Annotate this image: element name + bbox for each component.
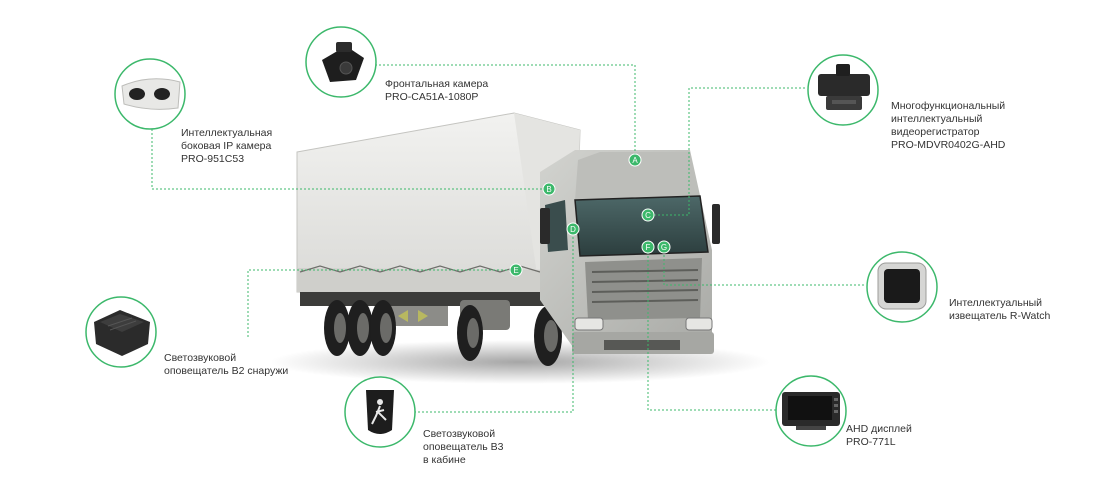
connector-dvr bbox=[648, 87, 805, 216]
side-window bbox=[545, 200, 568, 252]
side-camera-caption: Интеллектуальная боковая IP камера PRO-9… bbox=[181, 127, 273, 165]
front-camera-caption: Фронтальная камера PRO-CA51A-1080P bbox=[385, 78, 489, 103]
rear-wheels bbox=[324, 300, 483, 361]
marker-b-label: B bbox=[546, 185, 551, 194]
marker-d-label: D bbox=[570, 225, 576, 234]
grille bbox=[585, 258, 702, 320]
right-mirror bbox=[712, 204, 720, 244]
marker-d: D bbox=[566, 222, 580, 236]
truck-illustration bbox=[296, 112, 720, 366]
marker-g: G bbox=[657, 240, 671, 254]
r-watch-caption: Интеллектуальный извещатель R-Watch bbox=[949, 297, 1051, 322]
connector-lines bbox=[151, 64, 864, 413]
r-watch-icon bbox=[866, 251, 938, 323]
connector-b2 bbox=[247, 269, 516, 337]
cab-roof bbox=[575, 152, 700, 200]
connector-ahd-display bbox=[647, 247, 780, 411]
connector-front-camera bbox=[375, 64, 636, 160]
marker-b: B bbox=[542, 182, 556, 196]
marker-c-label: C bbox=[645, 211, 651, 220]
connector-side-camera bbox=[151, 125, 549, 190]
front-camera-icon bbox=[305, 26, 377, 98]
connector-b3 bbox=[382, 229, 574, 413]
marker-f: F bbox=[641, 240, 655, 254]
alarm-b2-icon bbox=[85, 296, 157, 368]
ahd-display-icon bbox=[775, 375, 847, 447]
marker-e-label: E bbox=[513, 266, 518, 275]
alarm-b3-icon bbox=[344, 376, 416, 448]
side-guard-mark-2 bbox=[418, 310, 428, 322]
connector-r-watch bbox=[663, 247, 864, 286]
marker-e: E bbox=[509, 263, 523, 277]
marker-g-label: G bbox=[661, 243, 667, 252]
side-guard-mark-1 bbox=[398, 310, 408, 322]
left-headlight bbox=[574, 317, 604, 331]
side-camera-icon bbox=[114, 58, 186, 130]
dvr-icon bbox=[807, 54, 879, 126]
right-headlight bbox=[685, 317, 713, 331]
marker-a: A bbox=[628, 153, 642, 167]
ahd-display-caption: AHD дисплей PRO-771L bbox=[846, 423, 912, 448]
bumper-intake bbox=[604, 340, 680, 350]
marker-c: C bbox=[641, 208, 655, 222]
marker-a-label: A bbox=[632, 156, 638, 165]
marker-f-label: F bbox=[646, 243, 651, 252]
dvr-caption: Многофункциональный интеллектуальный вид… bbox=[891, 100, 1006, 151]
grille-slats bbox=[591, 269, 699, 303]
b3-cabin-caption: Светозвуковой оповещатель B3 в кабине bbox=[423, 428, 504, 466]
cargo-box-straps bbox=[299, 265, 541, 273]
windshield bbox=[574, 195, 709, 257]
b2-outside-caption: Светозвуковой оповещатель B2 снаружи bbox=[164, 352, 289, 377]
cargo-box-skirt bbox=[297, 268, 575, 296]
left-mirror bbox=[540, 208, 550, 244]
